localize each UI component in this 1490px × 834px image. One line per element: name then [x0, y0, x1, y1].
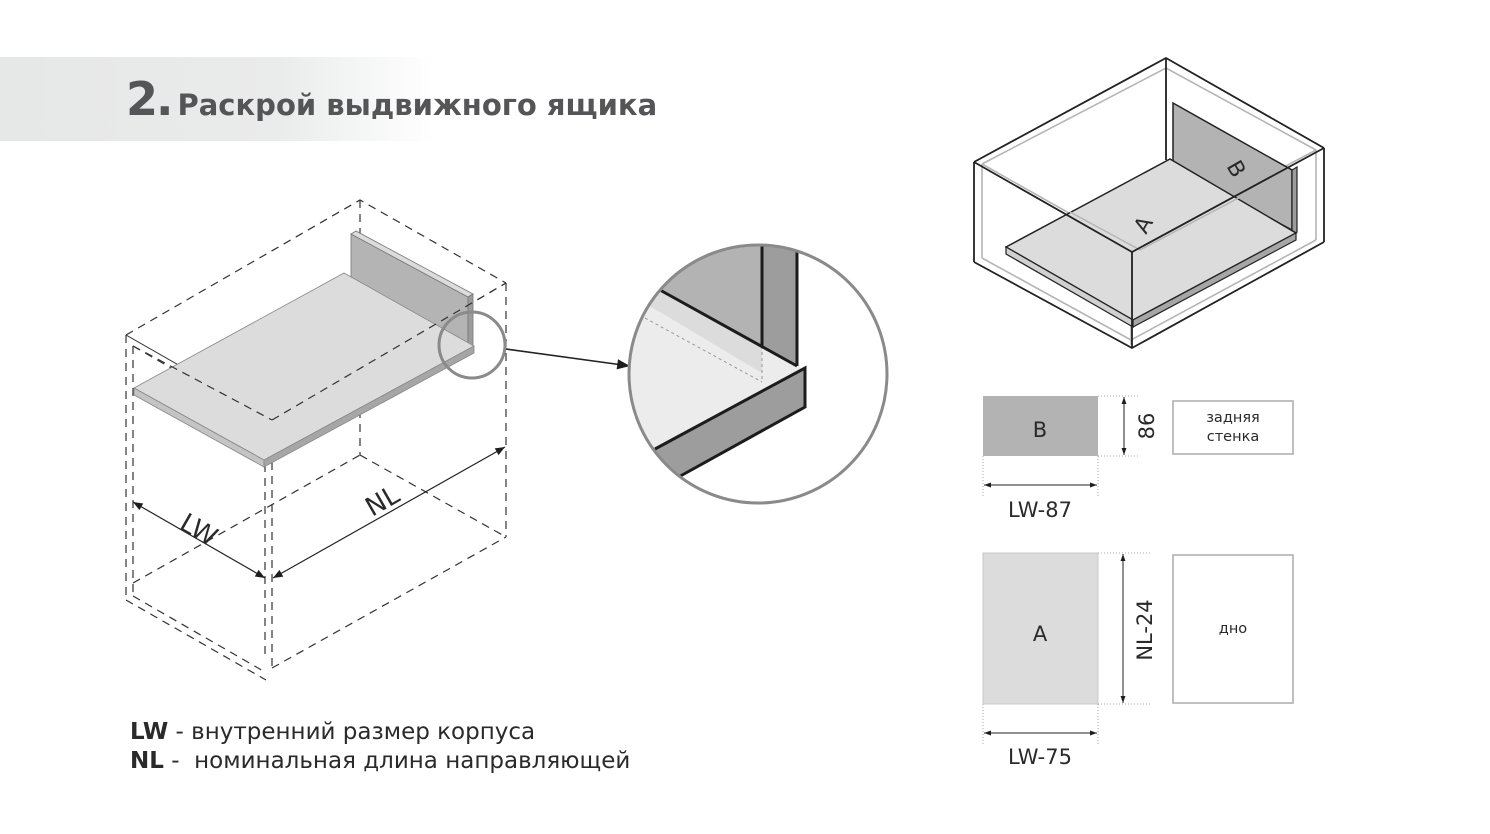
panel-b-description-line2: стенка: [1207, 429, 1259, 445]
callout-arrow: [505, 348, 631, 370]
panel-a-description: дно: [1219, 621, 1248, 637]
panel-b-label: B: [1033, 418, 1047, 442]
lw-dimension-label: LW: [175, 508, 223, 553]
legend-term: NL: [130, 748, 164, 774]
lw-dimension-line: [132, 501, 266, 579]
detail-callout-circle: [437, 310, 507, 380]
legend-item-nl: NL - номинальная длина направляющей: [130, 747, 630, 776]
panel-a-width-label: LW-75: [1008, 745, 1072, 769]
panel-b-description-box: [1172, 400, 1294, 455]
panel-a-description-box: [1172, 554, 1294, 704]
section-number: 2.: [126, 72, 174, 126]
bottom-panel-a: [133, 272, 475, 468]
panel-b-shape: [983, 396, 1098, 456]
cut-panel-a: A NL-24 LW-75 дно: [982, 552, 1294, 769]
legend-definition: внутренний размер корпуса: [191, 719, 536, 745]
panel-b-width-label: LW-87: [1008, 498, 1072, 522]
nl-dimension-line: [272, 446, 506, 579]
page-title: 2.Раскрой выдвижного ящика: [126, 72, 657, 126]
cabinet-dashed-outline: [125, 199, 507, 681]
legend-separator: -: [168, 719, 192, 745]
corner-detail-zoom: [627, 243, 889, 505]
cabinet-iso-drawing: LW NL: [125, 199, 631, 681]
legend-separator: -: [163, 748, 195, 774]
legend-definition: номинальная длина направляющей: [194, 748, 631, 774]
cabinet-hidden-edges: [132, 282, 507, 421]
legend-term: LW: [130, 719, 169, 745]
legend-item-lw: LW - внутренний размер корпуса: [130, 718, 630, 747]
nl-dimension-label: NL: [361, 480, 406, 523]
back-panel-b: [350, 230, 474, 349]
panel-a-shape: [982, 552, 1099, 705]
cut-panel-b: B 86 LW-87 задняя стенка: [982, 395, 1294, 522]
panel-b-height-label: 86: [1135, 413, 1159, 440]
legend: LW - внутренний размер корпуса NL - номи…: [130, 718, 630, 776]
panel-a-label: A: [1033, 622, 1048, 646]
section-title: Раскрой выдвижного ящика: [177, 88, 658, 122]
title-band: [0, 57, 700, 141]
drawer-assembly-view: A B: [973, 56, 1325, 350]
zoom-circle-border: [627, 243, 889, 505]
panel-a-height-label: NL-24: [1133, 599, 1157, 660]
panel-b-description-line1: задняя: [1206, 410, 1260, 426]
